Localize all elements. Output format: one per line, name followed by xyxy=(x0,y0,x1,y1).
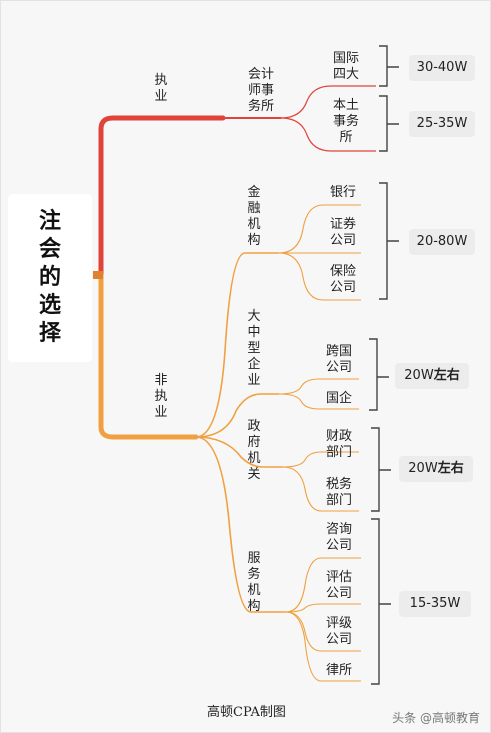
connector-zhengfu-caizheng xyxy=(282,451,359,468)
connector-feizhiye-zhengfu xyxy=(195,436,283,468)
leaf-bentu: 本土 事务 所 xyxy=(332,98,359,145)
connector-fuwu-pingji xyxy=(285,611,361,652)
branch-label-feizhiye: 非 执 业 xyxy=(154,373,168,420)
group-fuwu: 服 务 机 构 xyxy=(247,551,261,614)
leaf-zixun: 咨询 公司 xyxy=(325,522,352,553)
branch-label-zhiye: 执 业 xyxy=(154,73,168,104)
footer-caption: 高顿CPA制图 xyxy=(207,705,286,720)
root-label: 注 会 的 选 择 xyxy=(38,209,61,346)
root-connector-node xyxy=(93,271,103,279)
bracket-jinrong xyxy=(379,182,399,300)
salary-qiye: 20W左右 xyxy=(395,363,469,389)
bracket-sida xyxy=(379,45,399,87)
root-node: 注 会 的 选 择 xyxy=(8,194,92,362)
connector-fuwu-zixun xyxy=(285,557,361,613)
salary-sida: 30-40W xyxy=(409,55,475,81)
connector-fuwu-lvsuo xyxy=(285,611,361,682)
connector-qiye-guoqi xyxy=(278,393,359,410)
salary-jinrong: 20-80W xyxy=(409,229,475,255)
salary-zhengfu-value: 20W xyxy=(408,461,438,476)
watermark: 头条 @高顿教育 xyxy=(392,711,480,725)
salary-qiye-suffix: 左右 xyxy=(433,368,460,383)
connector-root-zhiye xyxy=(98,115,226,278)
group-jinrong: 金 融 机 构 xyxy=(247,185,261,248)
salary-fuwu: 15-35W xyxy=(399,591,471,617)
bracket-qiye xyxy=(369,338,389,411)
bracket-zhengfu xyxy=(371,427,391,512)
connector-root-feizhiye xyxy=(98,272,199,440)
leaf-guoqi: 国企 xyxy=(325,391,352,406)
salary-zhengfu: 20W左右 xyxy=(399,456,473,482)
leaf-caizheng: 财政 部门 xyxy=(325,429,352,460)
salary-zhengfu-suffix: 左右 xyxy=(437,461,464,476)
group-kuaiji: 会计 师事 务所 xyxy=(247,67,274,114)
connector-feizhiye-fuwu xyxy=(195,436,286,613)
leaf-zhengquan: 证券 公司 xyxy=(329,217,356,248)
leaf-shuiwu: 税务 部门 xyxy=(325,477,352,508)
leaf-pinggu: 评估 公司 xyxy=(325,570,352,601)
connector-fuwu-pinggu xyxy=(285,603,361,613)
leaf-lvsuo: 律所 xyxy=(325,663,352,678)
leaf-kuaguo: 跨国 公司 xyxy=(325,344,352,375)
leaf-baoxian: 保险 公司 xyxy=(329,264,356,295)
connector-qiye-kuaguo xyxy=(278,378,359,395)
group-qiye: 大 中 型 企 业 xyxy=(247,309,261,388)
connector-jinrong-baoxian xyxy=(278,252,361,301)
connector-feizhiye-jinrong xyxy=(195,252,279,438)
leaf-yinhang: 银行 xyxy=(329,185,356,200)
connector-zhengfu-shuiwu xyxy=(282,466,359,512)
salary-bentu: 25-35W xyxy=(409,111,475,137)
connector-kuaiji-bentu xyxy=(280,117,376,152)
leaf-sida: 国际 四大 xyxy=(332,51,359,82)
connector-kuaiji-sida xyxy=(280,85,376,119)
leaf-pingji: 评级 公司 xyxy=(325,616,352,647)
connector-jinrong-yinhang xyxy=(278,204,361,254)
group-zhengfu: 政 府 机 关 xyxy=(247,419,261,482)
salary-qiye-value: 20W xyxy=(404,368,434,383)
connector-feizhiye-qiye xyxy=(195,393,279,438)
bracket-bentu xyxy=(379,95,399,152)
bracket-fuwu xyxy=(371,518,391,685)
